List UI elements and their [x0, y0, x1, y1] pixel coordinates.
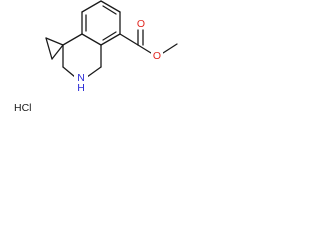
nitrogen-hydrogen-label: H: [77, 82, 85, 94]
nitrogen-label: N: [77, 72, 85, 84]
cyclopropane-ring: [45, 37, 64, 60]
methyl-ester-group: [119, 29, 178, 54]
hydrochloride-salt-label: HCl: [14, 102, 32, 114]
molecule-structure: N H O O: [45, 0, 178, 94]
benzene-ring: [81, 0, 121, 46]
carbonyl-oxygen-label: O: [137, 18, 145, 30]
ester-oxygen-label: O: [153, 50, 161, 62]
tetrahydroisoquinoline-saturated-ring: [62, 33, 102, 78]
